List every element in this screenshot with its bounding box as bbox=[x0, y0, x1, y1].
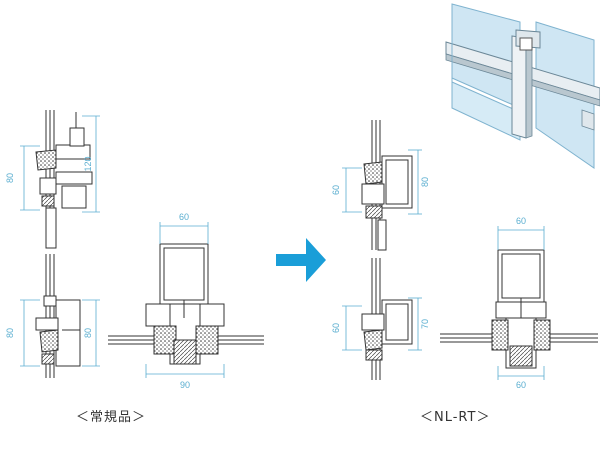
nl-upper-dim-right-label: 80 bbox=[420, 177, 430, 187]
nl-upper-dim-right bbox=[408, 149, 422, 215]
nl-plan-dim-bottom-label: 60 bbox=[516, 380, 526, 390]
nl-upper-section bbox=[361, 120, 413, 251]
curtain-wall-illustration bbox=[445, 3, 600, 169]
caption-nl-rt: ＜NL-RT＞ bbox=[420, 410, 491, 425]
std-plan-section bbox=[108, 243, 264, 365]
nl-plan-section bbox=[440, 249, 598, 369]
std-plan-dim-bottom-label: 90 bbox=[180, 380, 190, 390]
nl-lower-section bbox=[361, 258, 413, 380]
std-plan-dim-top-label: 60 bbox=[179, 212, 189, 222]
caption-standard: ＜常規品＞ bbox=[76, 410, 147, 425]
std-upper-dim-right bbox=[82, 115, 100, 213]
nl-plan-dim-top bbox=[497, 226, 545, 250]
std-lower-dim-right bbox=[82, 299, 100, 367]
nl-lower-dim-left bbox=[342, 305, 362, 351]
std-upper-dim-left bbox=[20, 145, 40, 211]
std-upper-section bbox=[35, 110, 93, 249]
nl-lower-dim-right bbox=[408, 297, 422, 351]
nl-plan-dim-bottom bbox=[497, 366, 545, 380]
nl-upper-dim-left bbox=[342, 167, 362, 213]
std-lower-dim-left bbox=[20, 299, 40, 367]
std-lower-section bbox=[35, 254, 81, 378]
nl-upper-dim-left-label: 60 bbox=[331, 185, 341, 195]
std-plan-dim-bottom bbox=[145, 364, 225, 378]
nl-lower-dim-left-label: 60 bbox=[331, 323, 341, 333]
std-upper-dim-left-label: 80 bbox=[5, 173, 15, 183]
std-upper-dim-right-label: 120 bbox=[83, 156, 93, 171]
nl-plan-dim-top-label: 60 bbox=[516, 216, 526, 226]
arrow-right-icon bbox=[276, 238, 326, 282]
std-lower-dim-left-label: 80 bbox=[5, 328, 15, 338]
nl-lower-dim-right-label: 70 bbox=[420, 319, 430, 329]
std-lower-dim-right-label: 80 bbox=[83, 328, 93, 338]
std-plan-dim-top bbox=[159, 222, 209, 244]
